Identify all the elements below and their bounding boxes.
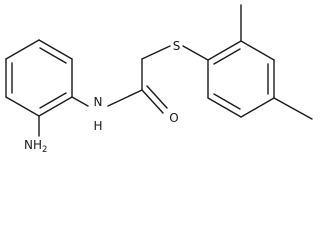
sulfur-ring-bond — [182, 45, 209, 61]
amide-nitrogen-label: N — [94, 95, 103, 109]
amine-subscript: 2 — [42, 145, 47, 155]
sulfur-label: S — [173, 39, 181, 53]
carbonyl-double-bond-b — [146, 85, 168, 109]
carbonyl-oxygen-label: O — [169, 111, 178, 125]
amine-nh-text: NH — [24, 138, 42, 152]
molecule-diagram: S N H O NH2 — [5, 4, 313, 155]
aminophenyl-ring — [5, 39, 73, 117]
para-methyl-bond — [273, 97, 313, 120]
methylene-sulfur-bond — [141, 45, 171, 60]
amide-hydrogen-label: H — [93, 119, 102, 133]
ring-amide-n-bond — [71, 96, 89, 107]
carbonyl-double-bond-a — [141, 89, 164, 114]
dimethylphenyl-ring — [207, 40, 275, 118]
amine-label: NH2 — [24, 138, 47, 155]
amide-n-carbonyl-bond — [107, 89, 143, 107]
